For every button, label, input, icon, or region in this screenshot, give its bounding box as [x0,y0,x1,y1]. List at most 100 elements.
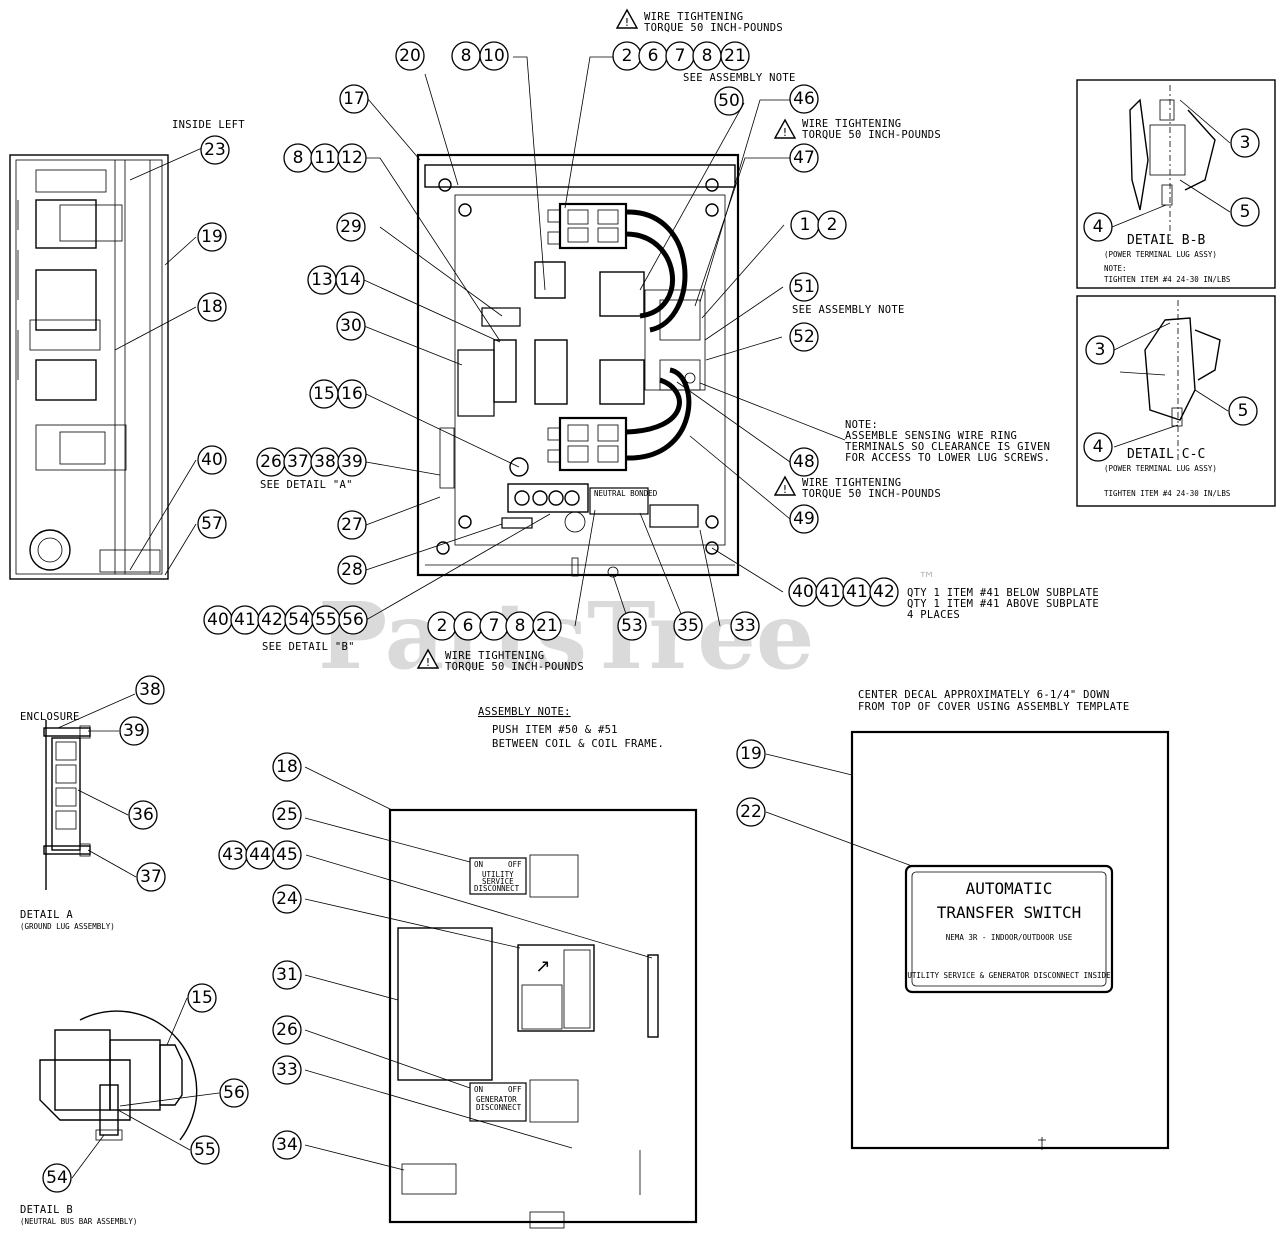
callout-10[interactable]: 10 [479,41,509,71]
callout-17[interactable]: 17 [339,84,369,114]
callout-8[interactable]: 8 [505,611,535,641]
callout-25[interactable]: 25 [272,800,302,830]
callout-52[interactable]: 52 [789,322,819,352]
callout-34[interactable]: 34 [272,1130,302,1160]
callout-39[interactable]: 39 [119,716,149,746]
svg-text:54: 54 [46,1168,68,1188]
svg-text:2: 2 [437,616,448,636]
callout-45[interactable]: 45 [272,840,302,870]
callout-21[interactable]: 21 [532,611,562,641]
callout-8[interactable]: 8 [692,41,722,71]
svg-text:!: ! [783,483,787,496]
callout-42[interactable]: 42 [257,605,287,635]
callout-13[interactable]: 13 [307,265,337,295]
callout-37[interactable]: 37 [283,447,313,477]
callout-1[interactable]: 1 [790,210,820,240]
callout-11[interactable]: 11 [310,143,340,173]
callout-7[interactable]: 7 [479,611,509,641]
callout-6[interactable]: 6 [638,41,668,71]
callout-41[interactable]: 41 [842,577,872,607]
callout-40[interactable]: 40 [203,605,233,635]
callout-54[interactable]: 54 [284,605,314,635]
callout-2[interactable]: 2 [427,611,457,641]
callout-19[interactable]: 19 [736,739,766,769]
callout-15[interactable]: 15 [187,983,217,1013]
callout-48[interactable]: 48 [789,447,819,477]
callout-43[interactable]: 43 [218,840,248,870]
callout-26[interactable]: 26 [272,1015,302,1045]
callout-57[interactable]: 57 [197,509,227,539]
svg-text:42: 42 [261,610,283,630]
svg-text:40: 40 [207,610,229,630]
callout-41[interactable]: 41 [815,577,845,607]
callout-5[interactable]: 5 [1230,197,1260,227]
callout-41[interactable]: 41 [230,605,260,635]
svg-text:56: 56 [223,1083,245,1103]
callout-53[interactable]: 53 [617,611,647,641]
callout-21[interactable]: 21 [720,41,750,71]
svg-text:17: 17 [343,89,365,109]
callout-18[interactable]: 18 [197,292,227,322]
svg-text:31: 31 [276,965,298,985]
callout-3[interactable]: 3 [1230,128,1260,158]
callout-20[interactable]: 20 [395,41,425,71]
callout-8[interactable]: 8 [451,41,481,71]
callout-15[interactable]: 15 [309,379,339,409]
callout-2[interactable]: 2 [817,210,847,240]
assembly-note-line1: PUSH ITEM #50 & #51 [492,724,618,736]
callout-12[interactable]: 12 [337,143,367,173]
callout-16[interactable]: 16 [337,379,367,409]
callout-40[interactable]: 40 [197,445,227,475]
callout-38[interactable]: 38 [135,675,165,705]
callout-4[interactable]: 4 [1083,432,1113,462]
svg-text:29: 29 [340,217,362,237]
callout-42[interactable]: 42 [869,577,899,607]
svg-text:30: 30 [340,316,362,336]
callout-5[interactable]: 5 [1228,396,1258,426]
callout-40[interactable]: 40 [788,577,818,607]
callout-38[interactable]: 38 [310,447,340,477]
callout-8[interactable]: 8 [283,143,313,173]
svg-text:43: 43 [222,845,244,865]
callout-54[interactable]: 54 [42,1163,72,1193]
detail-a-sub: (GROUND LUG ASSEMBLY) [20,922,115,931]
callout-4[interactable]: 4 [1083,212,1113,242]
callout-51[interactable]: 51 [789,272,819,302]
callout-47[interactable]: 47 [789,143,819,173]
callout-19[interactable]: 19 [197,222,227,252]
svg-text:45: 45 [276,845,298,865]
callout-46[interactable]: 46 [789,84,819,114]
svg-text:23: 23 [204,140,226,160]
svg-text:37: 37 [140,867,162,887]
callout-7[interactable]: 7 [665,41,695,71]
callout-50[interactable]: 50 [714,86,744,116]
callout-33[interactable]: 33 [730,611,760,641]
callout-56[interactable]: 56 [338,605,368,635]
callout-37[interactable]: 37 [136,862,166,892]
callout-55[interactable]: 55 [311,605,341,635]
callout-3[interactable]: 3 [1085,335,1115,365]
callout-2[interactable]: 2 [612,41,642,71]
callout-36[interactable]: 36 [128,800,158,830]
callout-28[interactable]: 28 [337,555,367,585]
neutral-decal-text: NEUTRAL BONDED [594,489,658,498]
callout-29[interactable]: 29 [336,212,366,242]
callout-26[interactable]: 26 [256,447,286,477]
callout-30[interactable]: 30 [336,311,366,341]
callout-55[interactable]: 55 [190,1135,220,1165]
callout-35[interactable]: 35 [673,611,703,641]
callout-22[interactable]: 22 [736,797,766,827]
callout-27[interactable]: 27 [337,510,367,540]
callout-44[interactable]: 44 [245,840,275,870]
callout-39[interactable]: 39 [337,447,367,477]
callout-18[interactable]: 18 [272,752,302,782]
callout-31[interactable]: 31 [272,960,302,990]
callout-49[interactable]: 49 [789,504,819,534]
callout-33[interactable]: 33 [272,1055,302,1085]
callout-56[interactable]: 56 [219,1078,249,1108]
callout-24[interactable]: 24 [272,884,302,914]
callout-6[interactable]: 6 [453,611,483,641]
callout-23[interactable]: 23 [200,135,230,165]
callout-14[interactable]: 14 [335,265,365,295]
gen-on: ON [474,1085,483,1094]
